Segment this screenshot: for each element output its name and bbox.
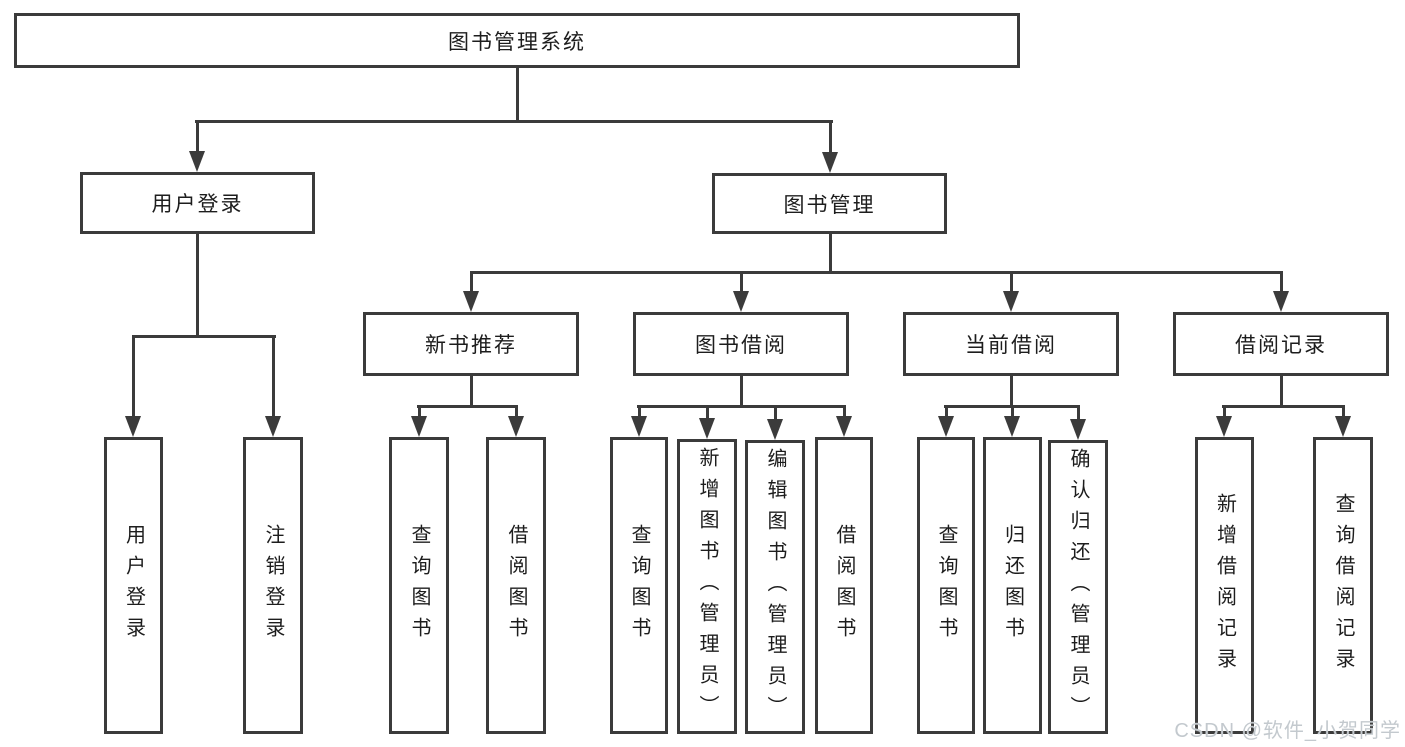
leaf-borrow-books: 借阅图书 [815,437,873,734]
connector-line [1222,405,1345,408]
connector-line [1280,376,1283,408]
arrow-down-icon [1070,405,1086,440]
node-label: 借阅图书 [833,523,855,648]
connector-line [1010,376,1013,408]
node-label: 编辑图书（管理员） [764,447,786,727]
node-label: 新增借阅记录 [1213,492,1236,679]
connector-line [637,405,846,408]
arrow-down-icon [1216,405,1232,437]
arrow-down-icon [631,405,647,437]
arrow-down-icon [699,405,715,439]
node-user-login: 用户登录 [80,172,315,234]
node-book-borrow: 图书借阅 [633,312,849,376]
node-label: 查询图书 [628,523,650,648]
node-label: 新书推荐 [425,334,517,357]
node-label: 新增图书（管理员） [696,447,718,726]
leaf-user-login: 用户登录 [104,437,163,734]
arrow-down-icon [938,405,954,437]
node-label: 用户登录 [122,523,145,648]
connector-line [470,271,1283,274]
arrow-down-icon [822,120,838,173]
node-label: 确认归还（管理员） [1067,447,1089,727]
watermark-text: CSDN @软件_小贺同学 [1174,720,1401,742]
connector-line [195,120,833,123]
node-label: 查询借阅记录 [1332,492,1354,679]
node-label: 图书管理系统 [448,30,586,54]
node-root: 图书管理系统 [14,13,1020,68]
node-label: 查询图书 [408,523,430,648]
arrow-down-icon [463,271,479,312]
arrow-down-icon [836,405,852,437]
leaf-borrow-books-recommend: 借阅图书 [486,437,546,734]
node-label: 图书管理 [783,193,876,217]
leaf-query-books-recommend: 查询图书 [389,437,449,734]
node-borrow-record: 借阅记录 [1173,312,1389,376]
node-label: 注销登录 [262,523,284,648]
connector-line [196,234,199,338]
arrow-down-icon [1003,271,1019,312]
node-new-book-recommend: 新书推荐 [363,312,579,376]
node-label: 查询图书 [935,523,957,648]
leaf-return-book: 归还图书 [983,437,1042,734]
connector-line [417,405,518,408]
arrow-down-icon [767,405,783,440]
arrow-down-icon [508,405,524,437]
arrow-down-icon [189,120,205,172]
leaf-add-book-admin: 新增图书（管理员） [677,439,737,734]
leaf-query-books-borrow: 查询图书 [610,437,668,734]
connector-line [470,376,473,408]
leaf-edit-book-admin: 编辑图书（管理员） [745,440,805,734]
arrow-down-icon [125,335,141,437]
arrow-down-icon [1273,271,1289,312]
connector-line [829,234,832,274]
arrow-down-icon [1335,405,1351,437]
connector-line [516,68,519,123]
leaf-query-books-current: 查询图书 [917,437,975,734]
node-label: 归还图书 [1001,523,1024,648]
arrow-down-icon [1004,405,1020,437]
leaf-add-borrow-record: 新增借阅记录 [1195,437,1254,734]
arrow-down-icon [265,335,281,437]
node-label: 用户登录 [151,193,244,216]
connector-line [740,376,743,408]
node-label: 当前借阅 [965,334,1057,357]
arrow-down-icon [733,271,749,312]
node-book-management: 图书管理 [712,173,947,234]
leaf-logout: 注销登录 [243,437,303,734]
node-label: 借阅图书 [505,523,527,648]
leaf-query-borrow-record: 查询借阅记录 [1313,437,1373,734]
node-label: 借阅记录 [1235,334,1327,357]
leaf-confirm-return-admin: 确认归还（管理员） [1048,440,1108,734]
connector-line [132,335,276,338]
arrow-down-icon [411,405,427,437]
node-current-borrow: 当前借阅 [903,312,1119,376]
node-label: 图书借阅 [695,334,787,357]
